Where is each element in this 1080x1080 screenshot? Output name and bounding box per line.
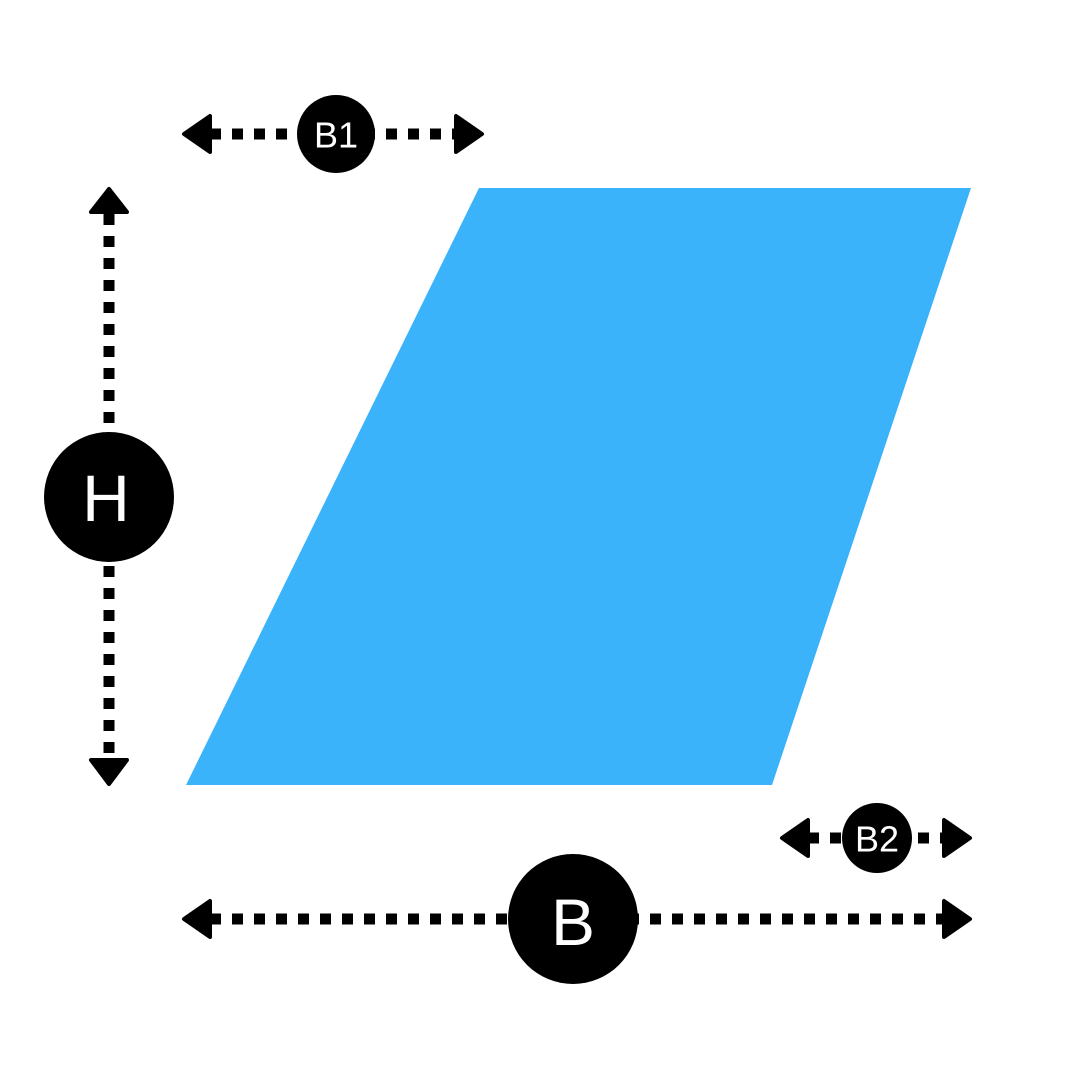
- offset-right-arrow-icon: [942, 818, 972, 858]
- parallelogram-shape: [186, 188, 971, 785]
- top-base-right-arrow-icon: [454, 114, 484, 154]
- offset-left-arrow-icon: [780, 818, 810, 858]
- offset-dimension: B2: [780, 803, 972, 873]
- top-base-label-badge: [297, 95, 375, 173]
- offset-label: B2: [855, 819, 899, 860]
- base-left-arrow-icon: [182, 899, 212, 939]
- height-bottom-arrow-icon: [89, 758, 129, 786]
- top-base-dimension: B1: [182, 95, 484, 173]
- top-base-left-arrow-icon: [182, 114, 212, 154]
- base-right-arrow-icon: [942, 899, 972, 939]
- base-dimension: B: [182, 854, 972, 984]
- height-label: H: [82, 461, 130, 535]
- height-label-badge: [44, 432, 174, 562]
- top-base-label: B1: [314, 115, 358, 156]
- base-label: B: [551, 885, 595, 959]
- base-label-badge: [508, 854, 638, 984]
- offset-label-badge: [842, 803, 912, 873]
- height-dimension: H: [44, 187, 174, 786]
- height-top-arrow-icon: [89, 187, 129, 214]
